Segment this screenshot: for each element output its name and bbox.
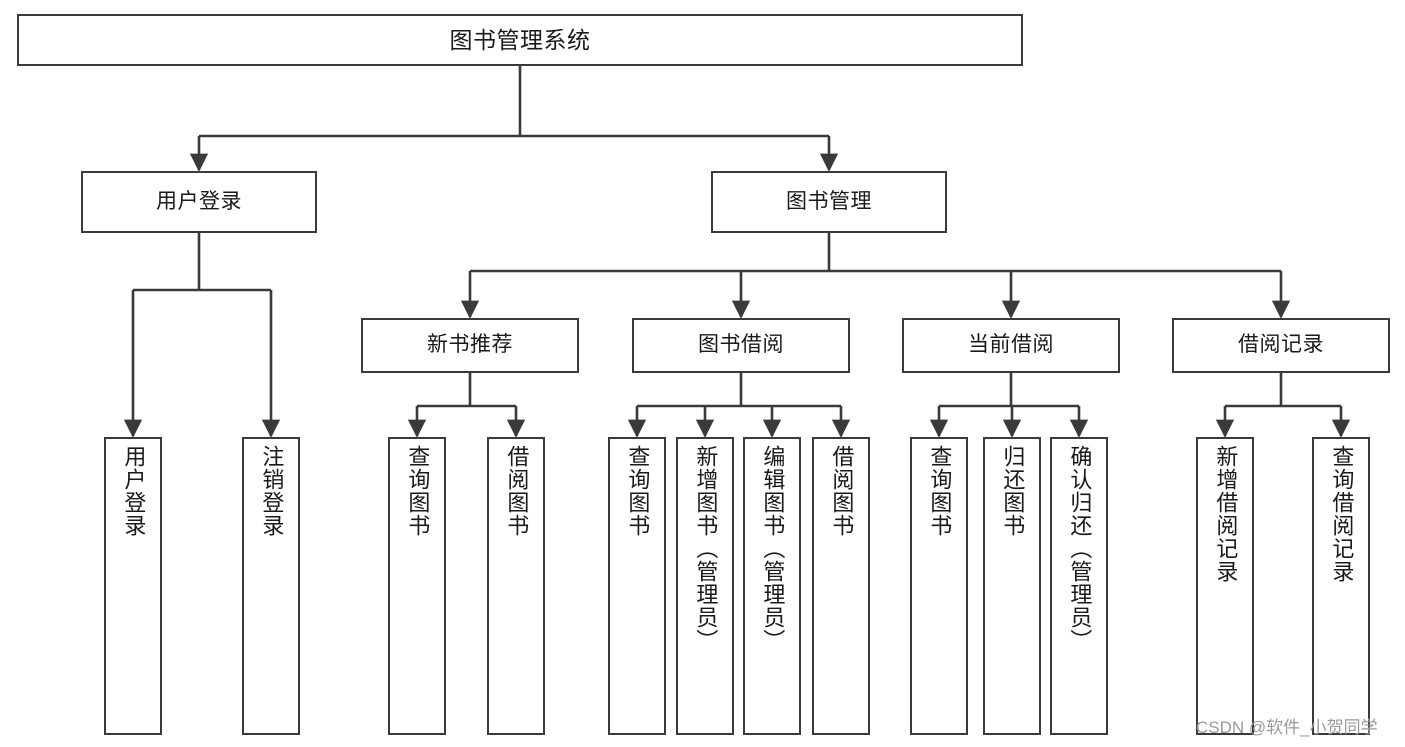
watermark-text: CSDN @软件_小贺同学 <box>1196 718 1378 737</box>
leaf-node-label: 编辑图书（管理员） <box>760 445 786 652</box>
leaf-node[interactable]: 借阅图书 <box>487 437 545 735</box>
leaf-node-label: 借阅图书 <box>829 445 855 537</box>
leaf-node-label: 用户登录 <box>121 445 147 537</box>
leaf-node[interactable]: 查询借阅记录 <box>1312 437 1370 735</box>
leaf-node-label: 查询图书 <box>625 445 651 537</box>
node-level3-new-book-recommend[interactable]: 新书推荐 <box>361 318 579 373</box>
leaf-node[interactable]: 借阅图书 <box>812 437 870 735</box>
node-level3-book-borrow[interactable]: 图书借阅 <box>632 318 850 373</box>
leaf-node-label: 注销登录 <box>259 445 285 537</box>
node-level2-user-login[interactable]: 用户登录 <box>81 171 317 233</box>
leaf-node[interactable]: 用户登录 <box>104 437 162 735</box>
leaf-node-label: 查询借阅记录 <box>1329 445 1355 583</box>
node-root[interactable]: 图书管理系统 <box>17 14 1023 66</box>
node-level2-book-management-label: 图书管理 <box>786 189 872 213</box>
leaf-node-label: 查询图书 <box>927 445 953 537</box>
node-level3-borrow-record-label: 借阅记录 <box>1238 333 1324 357</box>
leaf-node[interactable]: 查询图书 <box>910 437 968 735</box>
leaf-node[interactable]: 注销登录 <box>242 437 300 735</box>
leaf-node[interactable]: 编辑图书（管理员） <box>743 437 801 735</box>
leaf-node-label: 新增图书（管理员） <box>693 445 719 652</box>
node-level3-book-borrow-label: 图书借阅 <box>698 333 784 357</box>
node-level3-current-borrow-label: 当前借阅 <box>968 333 1054 357</box>
node-level3-borrow-record[interactable]: 借阅记录 <box>1172 318 1390 373</box>
leaf-node-label: 确认归还（管理员） <box>1067 445 1093 652</box>
leaf-node-label: 归还图书 <box>1000 445 1026 537</box>
leaf-node[interactable]: 新增图书（管理员） <box>676 437 734 735</box>
leaf-node[interactable]: 归还图书 <box>983 437 1041 735</box>
leaf-node-label: 借阅图书 <box>504 445 530 537</box>
node-level2-user-login-label: 用户登录 <box>156 189 242 213</box>
leaf-node[interactable]: 确认归还（管理员） <box>1050 437 1108 735</box>
node-level3-current-borrow[interactable]: 当前借阅 <box>902 318 1120 373</box>
leaf-node[interactable]: 查询图书 <box>388 437 446 735</box>
node-level3-new-book-recommend-label: 新书推荐 <box>427 333 513 357</box>
leaf-node[interactable]: 查询图书 <box>608 437 666 735</box>
node-level2-book-management[interactable]: 图书管理 <box>711 171 947 233</box>
node-root-label: 图书管理系统 <box>449 26 591 53</box>
leaf-node-label: 查询图书 <box>405 445 431 537</box>
leaf-node[interactable]: 新增借阅记录 <box>1196 437 1254 735</box>
leaf-node-label: 新增借阅记录 <box>1213 445 1239 583</box>
